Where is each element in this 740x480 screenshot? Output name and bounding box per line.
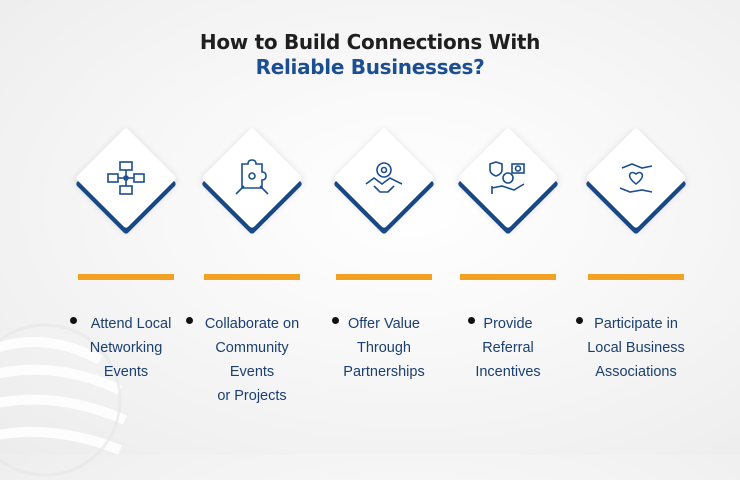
page-subtitle: Reliable Businesses? bbox=[255, 55, 485, 79]
icon-tile bbox=[457, 127, 559, 240]
bullet-dot bbox=[186, 317, 193, 324]
accent-bar bbox=[588, 274, 684, 280]
card-referral: Provide Referral Incentives bbox=[448, 127, 568, 428]
icon-tile bbox=[75, 127, 177, 240]
referral-incentive-icon bbox=[489, 161, 525, 194]
card-associations: Participate in Local Business Associatio… bbox=[576, 127, 696, 428]
card-text: Participate in Local Business Associatio… bbox=[587, 316, 685, 380]
icon-tile bbox=[201, 127, 303, 240]
heart-hands-icon bbox=[619, 163, 653, 193]
card-collaborate: Collaborate on Community Events or Proje… bbox=[186, 127, 312, 428]
networking-icon bbox=[107, 161, 145, 195]
card-networking: Attend Local Networking Events bbox=[66, 127, 186, 428]
card-text: Collaborate on Community Events or Proje… bbox=[204, 316, 300, 404]
accent-bar bbox=[204, 274, 300, 280]
card-text: Offer Value Through Partnerships bbox=[343, 316, 425, 380]
bullet-dot bbox=[576, 317, 583, 324]
icon-tile bbox=[585, 127, 687, 240]
handshake-partnership-icon bbox=[365, 162, 403, 193]
accent-bar bbox=[78, 274, 174, 280]
card-partnerships: Offer Value Through Partnerships bbox=[324, 127, 444, 428]
card-text: Provide Referral Incentives bbox=[475, 316, 541, 380]
icon-tile bbox=[333, 127, 435, 240]
bullet-dot bbox=[70, 317, 77, 324]
card-text: Attend Local Networking Events bbox=[89, 316, 172, 380]
bullet-dot bbox=[468, 317, 475, 324]
accent-bar bbox=[460, 274, 556, 280]
puzzle-collaboration-icon bbox=[235, 159, 269, 195]
bullet-dot bbox=[332, 317, 339, 324]
accent-bar bbox=[336, 274, 432, 280]
page-title: How to Build Connections With bbox=[199, 30, 541, 54]
